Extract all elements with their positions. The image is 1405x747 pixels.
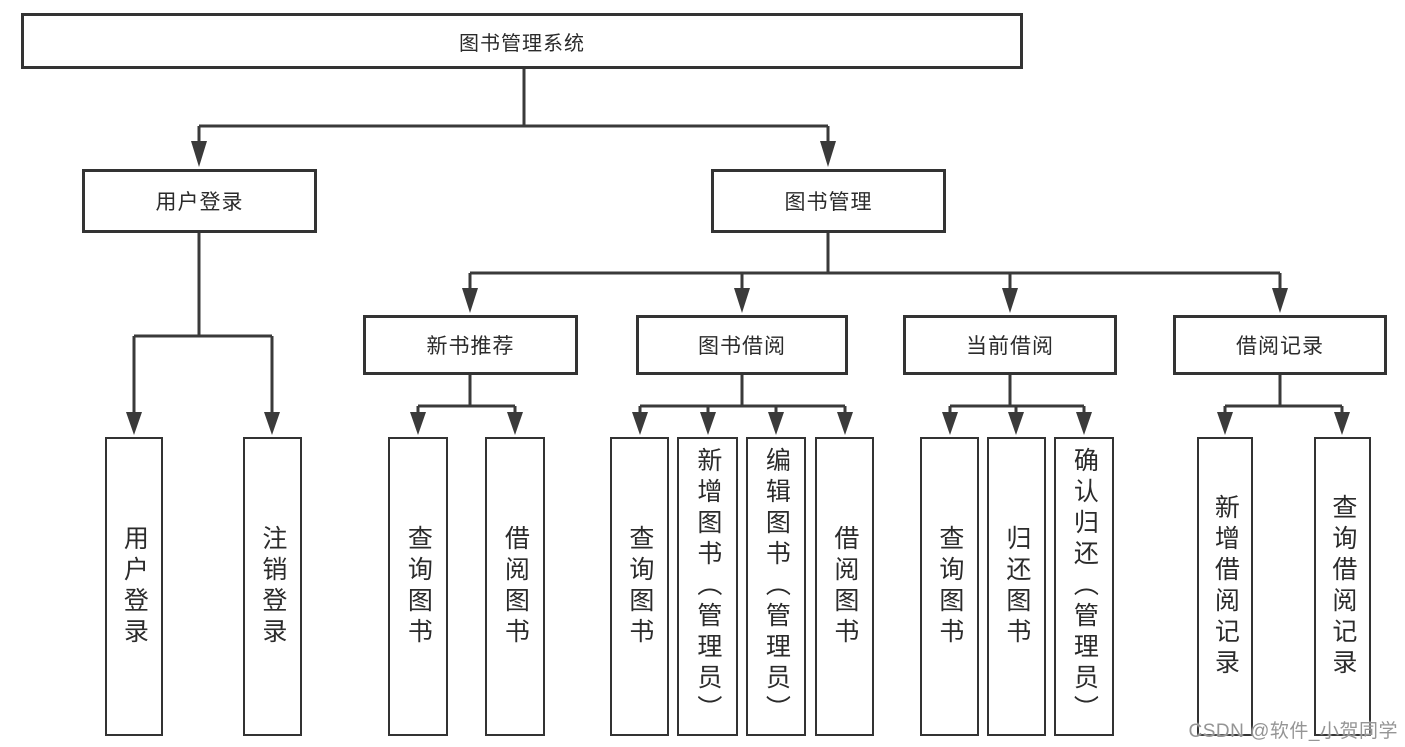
node-label: 查询图书 bbox=[625, 524, 654, 649]
leaf-current-query-books: 查询图书 bbox=[920, 437, 979, 736]
node-label: 用户登录 bbox=[120, 524, 149, 649]
leaf-recommend-borrow-books: 借阅图书 bbox=[485, 437, 545, 736]
leaf-recommend-query-books: 查询图书 bbox=[388, 437, 448, 736]
node-label: 借阅图书 bbox=[501, 524, 530, 649]
leaf-add-books-admin: 新增图书（管理员） bbox=[677, 437, 738, 736]
leaf-add-borrow-record: 新增借阅记录 bbox=[1197, 437, 1253, 736]
node-book-borrowing: 图书借阅 bbox=[636, 315, 848, 375]
node-label: 当前借阅 bbox=[966, 335, 1054, 358]
leaf-logout: 注销登录 bbox=[243, 437, 302, 736]
leaf-confirm-return-admin: 确认归还（管理员） bbox=[1054, 437, 1114, 736]
leaf-user-login: 用户登录 bbox=[105, 437, 163, 736]
node-label: 图书管理系统 bbox=[459, 32, 585, 55]
csdn-watermark: CSDN @软件_小贺同学 bbox=[1188, 721, 1398, 742]
node-label: 查询图书 bbox=[935, 524, 964, 649]
node-label: 图书借阅 bbox=[698, 335, 786, 358]
node-label: 借阅记录 bbox=[1236, 335, 1324, 358]
leaf-query-borrow-record: 查询借阅记录 bbox=[1314, 437, 1371, 736]
node-user-login: 用户登录 bbox=[82, 169, 317, 233]
node-label: 新增借阅记录 bbox=[1211, 493, 1240, 680]
node-label: 用户登录 bbox=[155, 191, 244, 214]
node-label: 图书管理 bbox=[784, 191, 873, 214]
arrowhead-icons bbox=[126, 141, 1350, 435]
node-borrowing-records: 借阅记录 bbox=[1173, 315, 1387, 375]
node-label: 查询借阅记录 bbox=[1328, 493, 1357, 680]
node-label: 确认归还（管理员） bbox=[1070, 447, 1099, 726]
node-label: 归还图书 bbox=[1002, 524, 1031, 649]
leaf-borrow-books: 借阅图书 bbox=[815, 437, 874, 736]
leaf-borrow-query-books: 查询图书 bbox=[610, 437, 669, 736]
node-label: 查询图书 bbox=[404, 524, 433, 649]
leaf-return-books: 归还图书 bbox=[987, 437, 1046, 736]
node-label: 新书推荐 bbox=[426, 335, 515, 358]
leaf-edit-books-admin: 编辑图书（管理员） bbox=[746, 437, 806, 736]
node-label: 新增图书（管理员） bbox=[693, 447, 722, 726]
connector-paths bbox=[132, 69, 1344, 416]
node-label: 注销登录 bbox=[258, 524, 287, 649]
node-label: 编辑图书（管理员） bbox=[762, 447, 791, 726]
node-library-management-system: 图书管理系统 bbox=[21, 13, 1023, 69]
node-current-borrowing: 当前借阅 bbox=[903, 315, 1117, 375]
node-book-management: 图书管理 bbox=[711, 169, 946, 233]
node-new-book-recommendation: 新书推荐 bbox=[363, 315, 578, 375]
node-label: 借阅图书 bbox=[830, 524, 859, 649]
